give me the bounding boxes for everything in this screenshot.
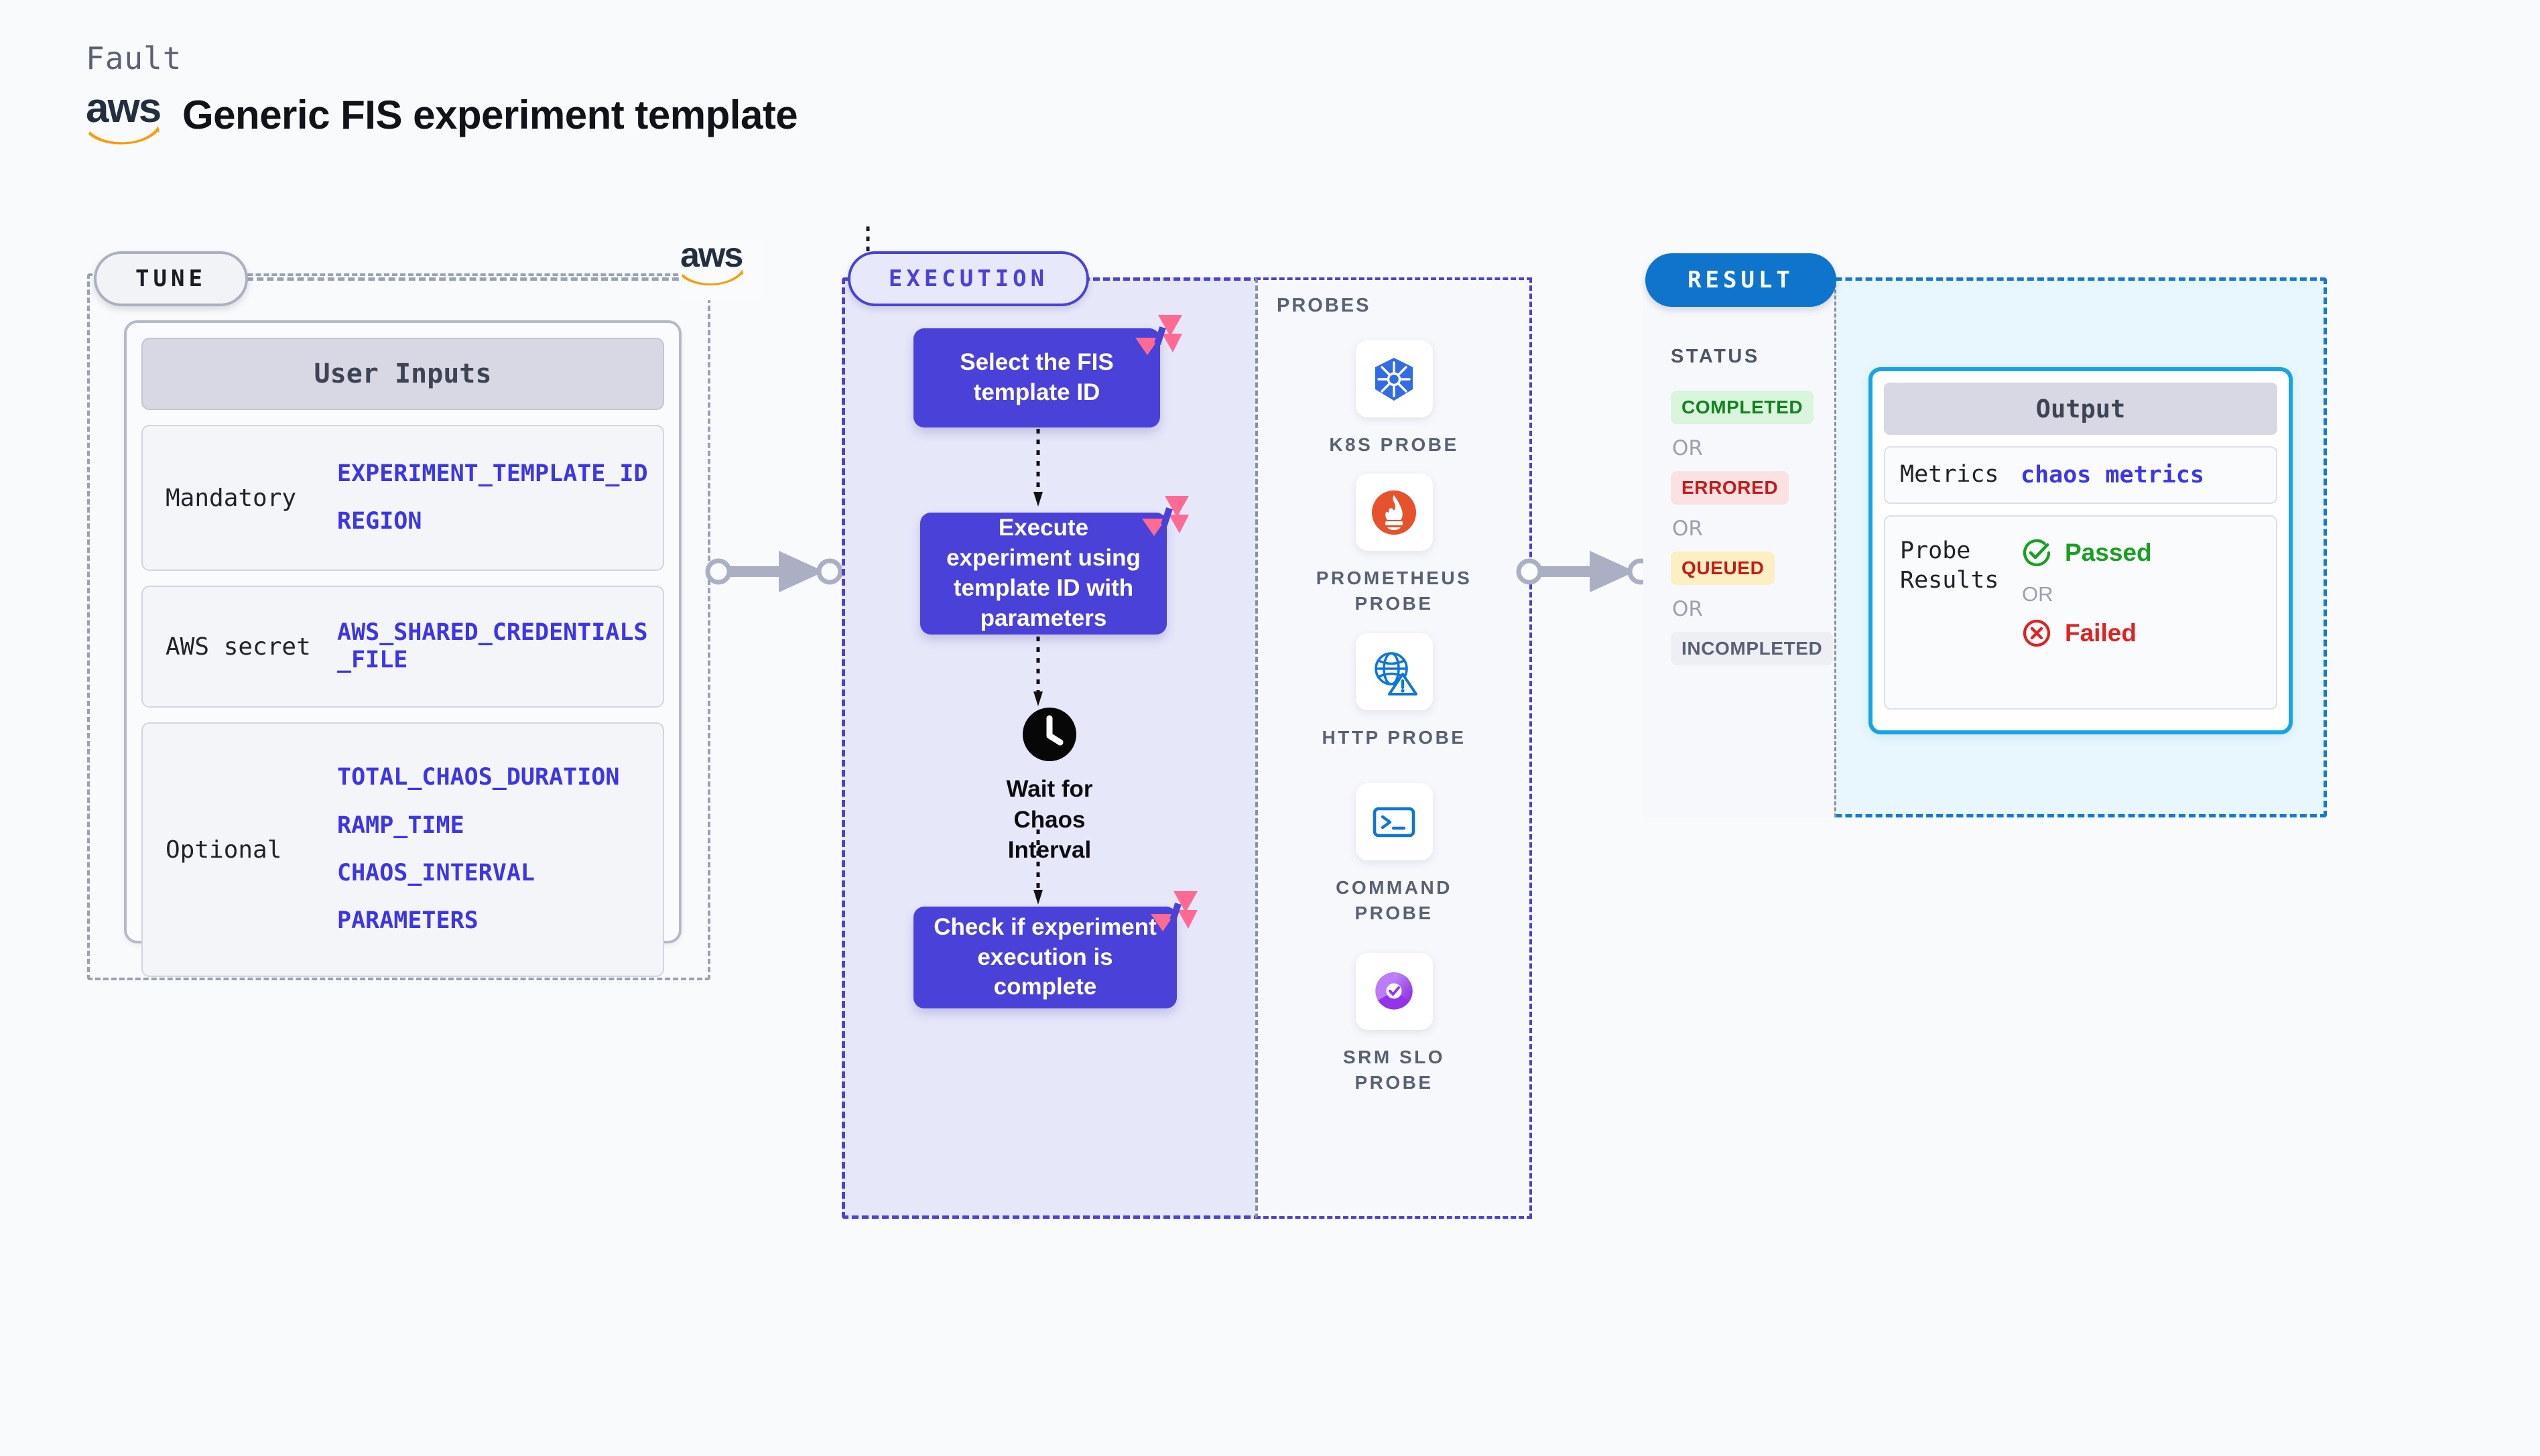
user-inputs-header: User Inputs [141,338,664,410]
input-group-label: AWS secret [166,633,311,661]
status-list: COMPLETED OR ERRORED OR QUEUED OR INCOMP… [1671,391,1834,665]
aws-logo-small: aws [680,236,761,300]
header-kicker: Fault [86,40,182,76]
probes-title: PROBES [1277,295,1371,316]
prometheus-icon [1372,490,1416,535]
input-variable: TOTAL_CHAOS_DURATION [337,764,620,791]
tune-panel [87,273,710,980]
probe-result-failed: Failed [2021,617,2152,649]
probe-or-label: OR [2022,582,2053,606]
page-header: Fault aws Generic FIS experiment templat… [86,40,798,145]
input-variable: REGION [337,508,422,535]
probe-label: HTTP PROBE [1322,727,1466,748]
probe-label: K8S PROBE [1329,434,1459,455]
probe-label: PROMETHEUS PROBE [1316,568,1472,614]
output-metrics-value[interactable]: chaos metrics [2021,462,2204,488]
status-badge-queued: QUEUED [1671,551,1775,585]
probe-tile [1355,474,1433,551]
input-group-label: Optional [166,836,282,864]
input-variable: CHAOS_INTERVAL [337,860,535,886]
flow-node-wait-interval: Wait for Chaos Interval [982,707,1117,866]
output-metrics-row: Metrics chaos metrics [1884,446,2277,504]
status-badge-completed: COMPLETED [1671,391,1814,424]
flow-node-execute-experiment[interactable]: Execute experiment using template ID wit… [920,513,1167,635]
probe-result-passed: Passed [2021,537,2152,569]
status-badge-errored: ERRORED [1671,471,1789,505]
aws-wordmark-small: aws [680,236,743,275]
flow-node-select-template[interactable]: Select the FIS template ID [913,328,1160,427]
output-card: Output Metrics chaos metrics Probe Resul… [1868,367,2293,734]
terminal-icon [1373,807,1415,837]
probe-passed-label: Passed [2065,539,2152,566]
x-circle-icon [2023,619,2051,647]
output-header: Output [1884,383,2277,435]
probe-label: COMMAND PROBE [1336,877,1452,923]
srm-slo-icon [1375,972,1413,1010]
input-variable: PARAMETERS [337,907,479,935]
probe-tile [1355,340,1433,417]
input-group-mandatory: Mandatory EXPERIMENT_TEMPLATE_ID REGION [141,425,664,571]
probe-item-srm-slo[interactable]: SRM SLO PROBE [1310,953,1478,1096]
input-group-aws-secret: AWS secret AWS_SHARED_CREDENTIALS _FILE [141,586,664,708]
tune-label-pill[interactable]: TUNE [94,251,248,306]
probe-tile [1355,953,1433,1030]
wait-interval-label: Wait for Chaos Interval [1006,776,1093,863]
output-metrics-label: Metrics [1900,461,1999,488]
flow-arrow-3 [1033,830,1043,905]
user-inputs-card: User Inputs Mandatory EXPERIMENT_TEMPLAT… [124,320,682,977]
status-or-label: OR [1672,597,1703,621]
input-group-optional: Optional TOTAL_CHAOS_DURATION RAMP_TIME … [141,722,664,977]
probe-item-http[interactable]: HTTP PROBE [1310,633,1478,750]
probes-panel-bg [1255,277,1532,1219]
execution-top-stub [866,226,870,255]
kubernetes-icon [1375,357,1413,401]
input-variable: AWS_SHARED_CREDENTIALS _FILE [337,618,648,673]
clock-icon [1023,708,1076,761]
aws-wordmark: aws [86,85,162,131]
aws-smile-icon-small [682,269,744,285]
flow-arrow-1 [1033,429,1043,507]
probe-item-k8s[interactable]: K8S PROBE [1310,340,1478,458]
result-status-column [1643,277,1836,817]
probe-label: SRM SLO PROBE [1342,1047,1446,1093]
input-group-label: Mandatory [166,484,297,512]
check-circle-icon [2023,539,2051,567]
status-badge-incompleted: INCOMPLETED [1671,632,1834,665]
globe-warning-icon [1375,651,1417,696]
input-variable: EXPERIMENT_TEMPLATE_ID [337,460,648,487]
status-or-label: OR [1672,436,1703,460]
status-or-label: OR [1672,517,1703,541]
tune-top-connector [247,277,689,281]
probe-item-prometheus[interactable]: PROMETHEUS PROBE [1310,474,1478,616]
page-title: Generic FIS experiment template [182,92,798,137]
execution-label-pill[interactable]: EXECUTION [848,251,1089,306]
aws-logo: aws [86,85,165,145]
result-label-pill[interactable]: RESULT [1645,253,1836,307]
output-probe-results-row: Probe Results Passed OR Failed [1884,515,2277,710]
flow-arrow-2 [1033,637,1043,706]
probe-item-command[interactable]: COMMAND PROBE [1310,783,1478,926]
probe-failed-label: Failed [2065,619,2137,647]
aws-smile-icon [88,126,160,145]
probe-tile [1355,633,1433,710]
flow-node-check-complete[interactable]: Check if experiment execution is complet… [913,907,1177,1008]
connector-tune-to-execution [705,551,843,592]
status-title: STATUS [1671,346,1760,367]
input-variable: RAMP_TIME [337,811,464,839]
connector-execution-to-result [1516,551,1654,592]
probe-tile [1355,783,1433,860]
output-probe-label: Probe Results [1900,537,1999,594]
